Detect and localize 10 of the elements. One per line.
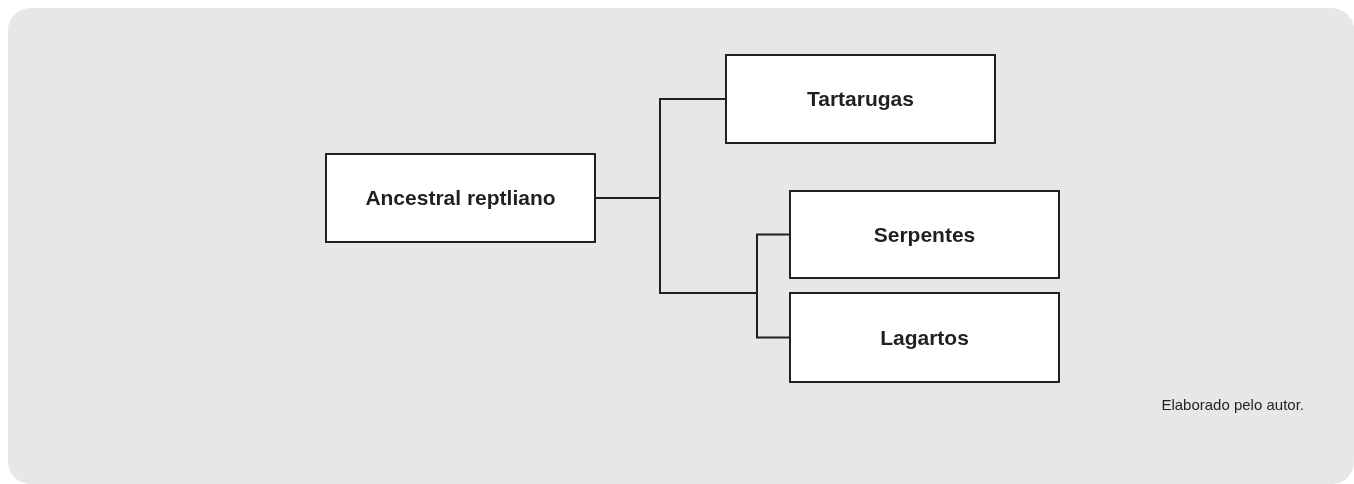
taxon-label: Ancestral reptliano	[365, 186, 556, 210]
taxon-box	[725, 54, 996, 144]
taxon-box	[789, 292, 1060, 383]
taxon-box	[325, 153, 596, 243]
caption: Elaborado pelo autor.	[1161, 396, 1304, 413]
taxon-label: Serpentes	[873, 222, 976, 247]
taxon-label: Lagartos	[880, 325, 969, 350]
taxon-label: Tartarugas	[807, 87, 914, 111]
connector-line	[595, 197, 790, 339]
taxon-box	[789, 190, 1060, 279]
